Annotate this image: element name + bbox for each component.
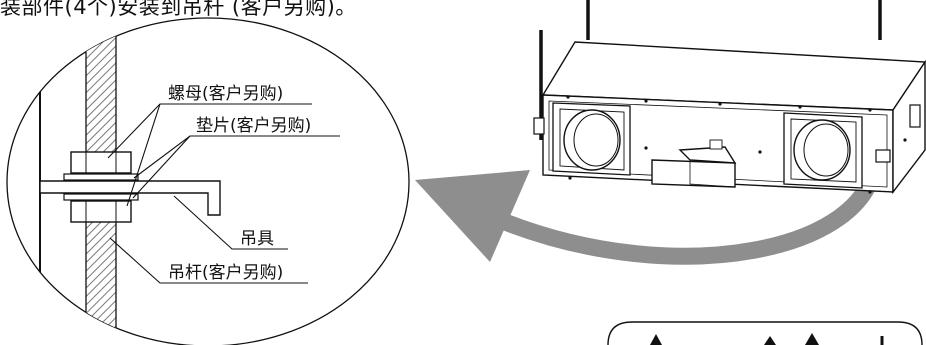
washer-label: 垫片(客户另购) <box>196 116 312 136</box>
ventilation-unit <box>533 41 926 195</box>
upper-nut-shape <box>70 151 132 174</box>
partial-frame-box <box>607 321 923 345</box>
callout-leader-lines <box>107 103 340 284</box>
detail-zoom-circle <box>6 17 410 345</box>
instruction-heading: 装部件(4个)安装到吊杆 (客户另购)。 <box>0 0 357 19</box>
hanger-label: 吊具 <box>240 229 274 249</box>
nut-label: 螺母(客户另购) <box>168 84 284 104</box>
magnify-arrow <box>415 158 884 265</box>
lower-nut-shape <box>70 200 132 223</box>
washer-shapes <box>63 173 139 201</box>
rod-label: 吊杆(客户另购) <box>168 263 284 283</box>
hanger-bracket-shape <box>39 180 221 216</box>
